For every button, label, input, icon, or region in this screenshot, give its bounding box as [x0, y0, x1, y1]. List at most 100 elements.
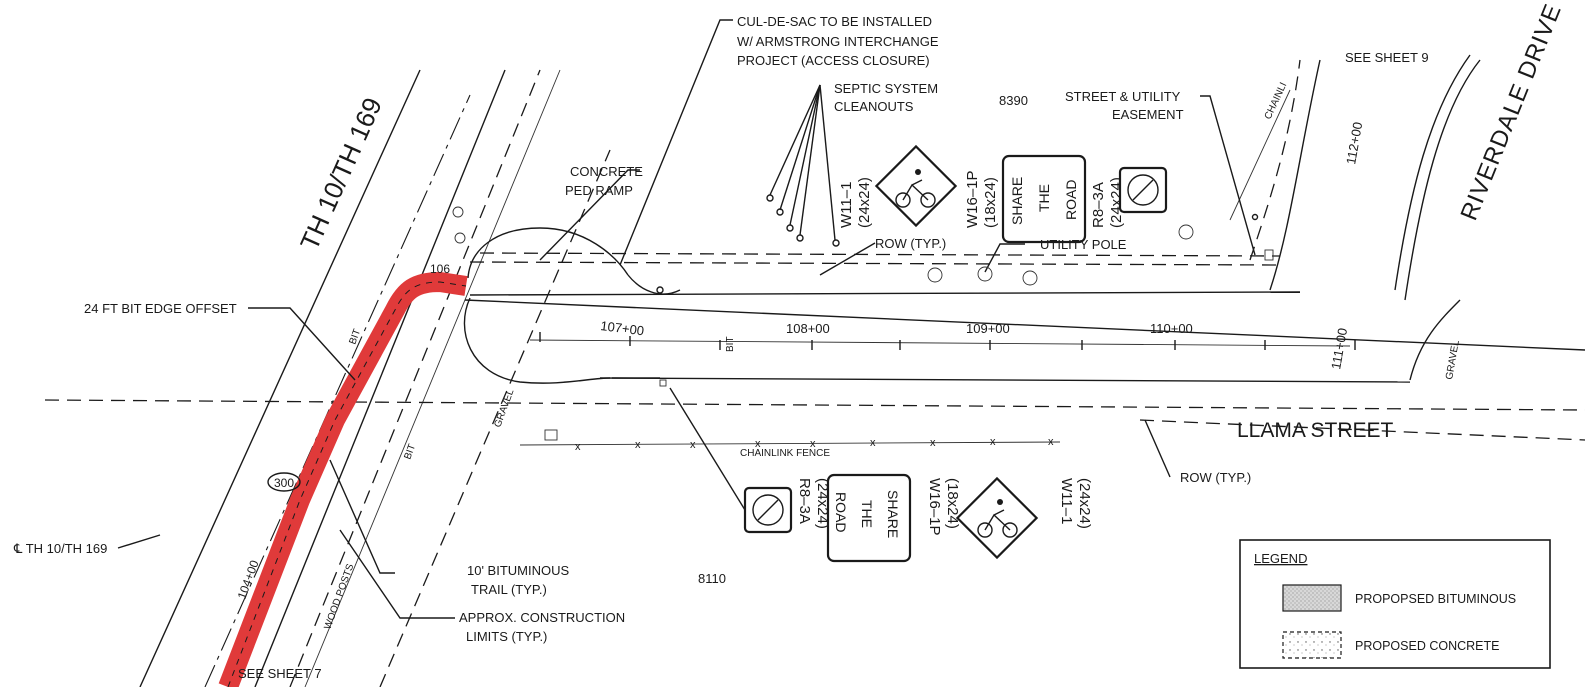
- svg-text:(24x24): (24x24): [856, 177, 873, 228]
- septic-note-1: SEPTIC SYSTEM: [834, 81, 938, 96]
- svg-text:(18x24): (18x24): [982, 177, 999, 228]
- centerline-label: ℄ TH 10/TH 169: [13, 541, 107, 556]
- bit-label-2: BIT: [402, 443, 418, 461]
- sign-share-the-road-south: SHARE THE ROAD: [826, 473, 912, 563]
- station-107: 107+00: [600, 318, 645, 338]
- address-8110: 8110: [698, 571, 726, 586]
- svg-text:W16–1P: W16–1P: [926, 478, 943, 536]
- cul-de-sac-note-1: CUL-DE-SAC TO BE INSTALLED: [737, 14, 932, 29]
- see-sheet-9: SEE SHEET 9: [1345, 50, 1429, 65]
- row-note-south: ROW (TYP.): [1180, 470, 1251, 485]
- riverdale-drive: [1249, 54, 1481, 381]
- highway-corridor: [139, 69, 611, 687]
- legend-title: LEGEND: [1254, 551, 1307, 566]
- svg-text:W16–1P: W16–1P: [964, 170, 981, 228]
- leader-lines: [117, 19, 1256, 619]
- chainlink-fence-label: CHAINLINK FENCE: [740, 448, 830, 459]
- svg-text:TH 10/TH 169: TH 10/TH 169: [294, 93, 388, 254]
- sign-r8-south: [743, 486, 793, 534]
- svg-text:W11–1: W11–1: [838, 182, 855, 228]
- sign-r8-south-label: R8–3A (24x24): [796, 478, 831, 529]
- svg-text:x: x: [810, 438, 816, 450]
- utility-pole-note: UTILITY POLE: [1040, 237, 1127, 252]
- station-108: 108+00: [786, 321, 830, 336]
- svg-text:THE: THE: [1036, 184, 1052, 212]
- cul-de-sac: [463, 227, 681, 384]
- legend-item-concrete: PROPOSED CONCRETE: [1355, 639, 1499, 653]
- bit-label-1: BIT: [347, 328, 363, 346]
- station-109: 109+00: [966, 321, 1010, 336]
- trail-note-1: 10' BITUMINOUS: [467, 563, 569, 578]
- svg-text:x: x: [755, 438, 761, 450]
- sign-w11-north: [874, 144, 958, 228]
- sign-w11-south: [955, 476, 1039, 560]
- site-symbols: [452, 194, 1274, 441]
- llama-street-label: LLAMA STREET: [1237, 419, 1394, 442]
- bituminous-swatch-icon: [1282, 584, 1342, 612]
- svg-text:x: x: [575, 441, 581, 453]
- svg-text:BIT: BIT: [347, 328, 363, 346]
- cul-de-sac-note-2: W/ ARMSTRONG INTERCHANGE: [737, 34, 939, 49]
- septic-note-2: CLEANOUTS: [834, 99, 914, 114]
- svg-text:SHARE: SHARE: [885, 490, 901, 538]
- sign-w16-north-label: W16–1P (18x24): [964, 170, 999, 228]
- limits-note-1: APPROX. CONSTRUCTION: [459, 610, 625, 625]
- limits-note-2: LIMITS (TYP.): [466, 629, 547, 644]
- wood-posts-label: WOOD POSTS: [322, 562, 356, 631]
- svg-text:GRAVEL: GRAVEL: [1444, 339, 1462, 381]
- station-300: 300: [274, 476, 294, 490]
- svg-text:SHARE: SHARE: [1009, 177, 1025, 225]
- svg-text:WOOD POSTS: WOOD POSTS: [322, 562, 356, 631]
- svg-text:R8–3A: R8–3A: [1090, 182, 1107, 228]
- station-106: 106: [430, 262, 450, 276]
- ped-ramp-note-1: CONCRETE: [570, 164, 643, 179]
- sign-w11-north-label: W11–1 (24x24): [838, 177, 873, 228]
- sign-r8-north: [1118, 166, 1168, 214]
- svg-text:x: x: [690, 439, 696, 451]
- svg-text:W11–1: W11–1: [1058, 478, 1075, 524]
- sign-share-the-road-north: SHARE THE ROAD: [1001, 154, 1087, 244]
- llama-street: [44, 252, 1585, 441]
- svg-text:ROAD: ROAD: [1063, 180, 1079, 220]
- see-sheet-7: SEE SHEET 7: [238, 666, 322, 681]
- svg-text:x: x: [990, 436, 996, 448]
- svg-text:RIVERDALE DRIVE: RIVERDALE DRIVE: [1456, 0, 1568, 224]
- trail-note-2: TRAIL (TYP.): [471, 582, 547, 597]
- station-ticks: [539, 332, 1356, 350]
- svg-text:x: x: [1048, 436, 1054, 448]
- svg-text:BIT: BIT: [402, 443, 418, 461]
- svg-text:x: x: [870, 437, 876, 449]
- svg-text:111+00: 111+00: [1328, 327, 1350, 371]
- legend: LEGEND PROPOPSED BITUMINOUS PROPOSED CON…: [1239, 539, 1551, 669]
- easement-note-2: EASEMENT: [1112, 107, 1184, 122]
- chainli-label: CHAINLI: [1263, 81, 1290, 121]
- cul-de-sac-note-3: PROJECT (ACCESS CLOSURE): [737, 53, 930, 68]
- svg-text:112+00: 112+00: [1343, 121, 1365, 166]
- station-111: 111+00: [1328, 327, 1350, 371]
- svg-text:ROAD: ROAD: [833, 492, 849, 532]
- address-8390: 8390: [999, 93, 1028, 108]
- bit-label-3: BIT: [725, 336, 736, 352]
- svg-text:GRAVEL: GRAVEL: [492, 387, 516, 429]
- svg-text:(24x24): (24x24): [1076, 478, 1093, 529]
- legend-item-bituminous: PROPOPSED BITUMINOUS: [1355, 592, 1516, 606]
- svg-text:(24x24): (24x24): [814, 478, 831, 529]
- svg-text:x: x: [635, 439, 641, 451]
- easement-note-1: STREET & UTILITY: [1065, 89, 1181, 104]
- riverdale-label: RIVERDALE DRIVE: [1456, 0, 1568, 224]
- concrete-swatch-icon: [1282, 631, 1342, 659]
- gravel-label-1: GRAVEL: [492, 387, 516, 429]
- highway-label: TH 10/TH 169: [294, 93, 388, 254]
- chainlink-fence: x x x x x x x x x CHAINLINK FENCE CHAINL…: [519, 81, 1291, 459]
- bit-edge-note: 24 FT BIT EDGE OFFSET: [84, 301, 237, 316]
- svg-text:R8–3A: R8–3A: [796, 478, 813, 524]
- svg-text:THE: THE: [859, 500, 875, 528]
- station-110: 110+00: [1150, 321, 1193, 336]
- sign-w16-south-label: W16–1P (18x24): [926, 478, 961, 536]
- row-note-north: ROW (TYP.): [875, 236, 946, 251]
- gravel-label-2: GRAVEL: [1444, 339, 1462, 381]
- svg-text:BIT: BIT: [725, 336, 736, 352]
- ped-ramp-note-2: PED RAMP: [565, 183, 633, 198]
- svg-text:(18x24): (18x24): [944, 478, 961, 529]
